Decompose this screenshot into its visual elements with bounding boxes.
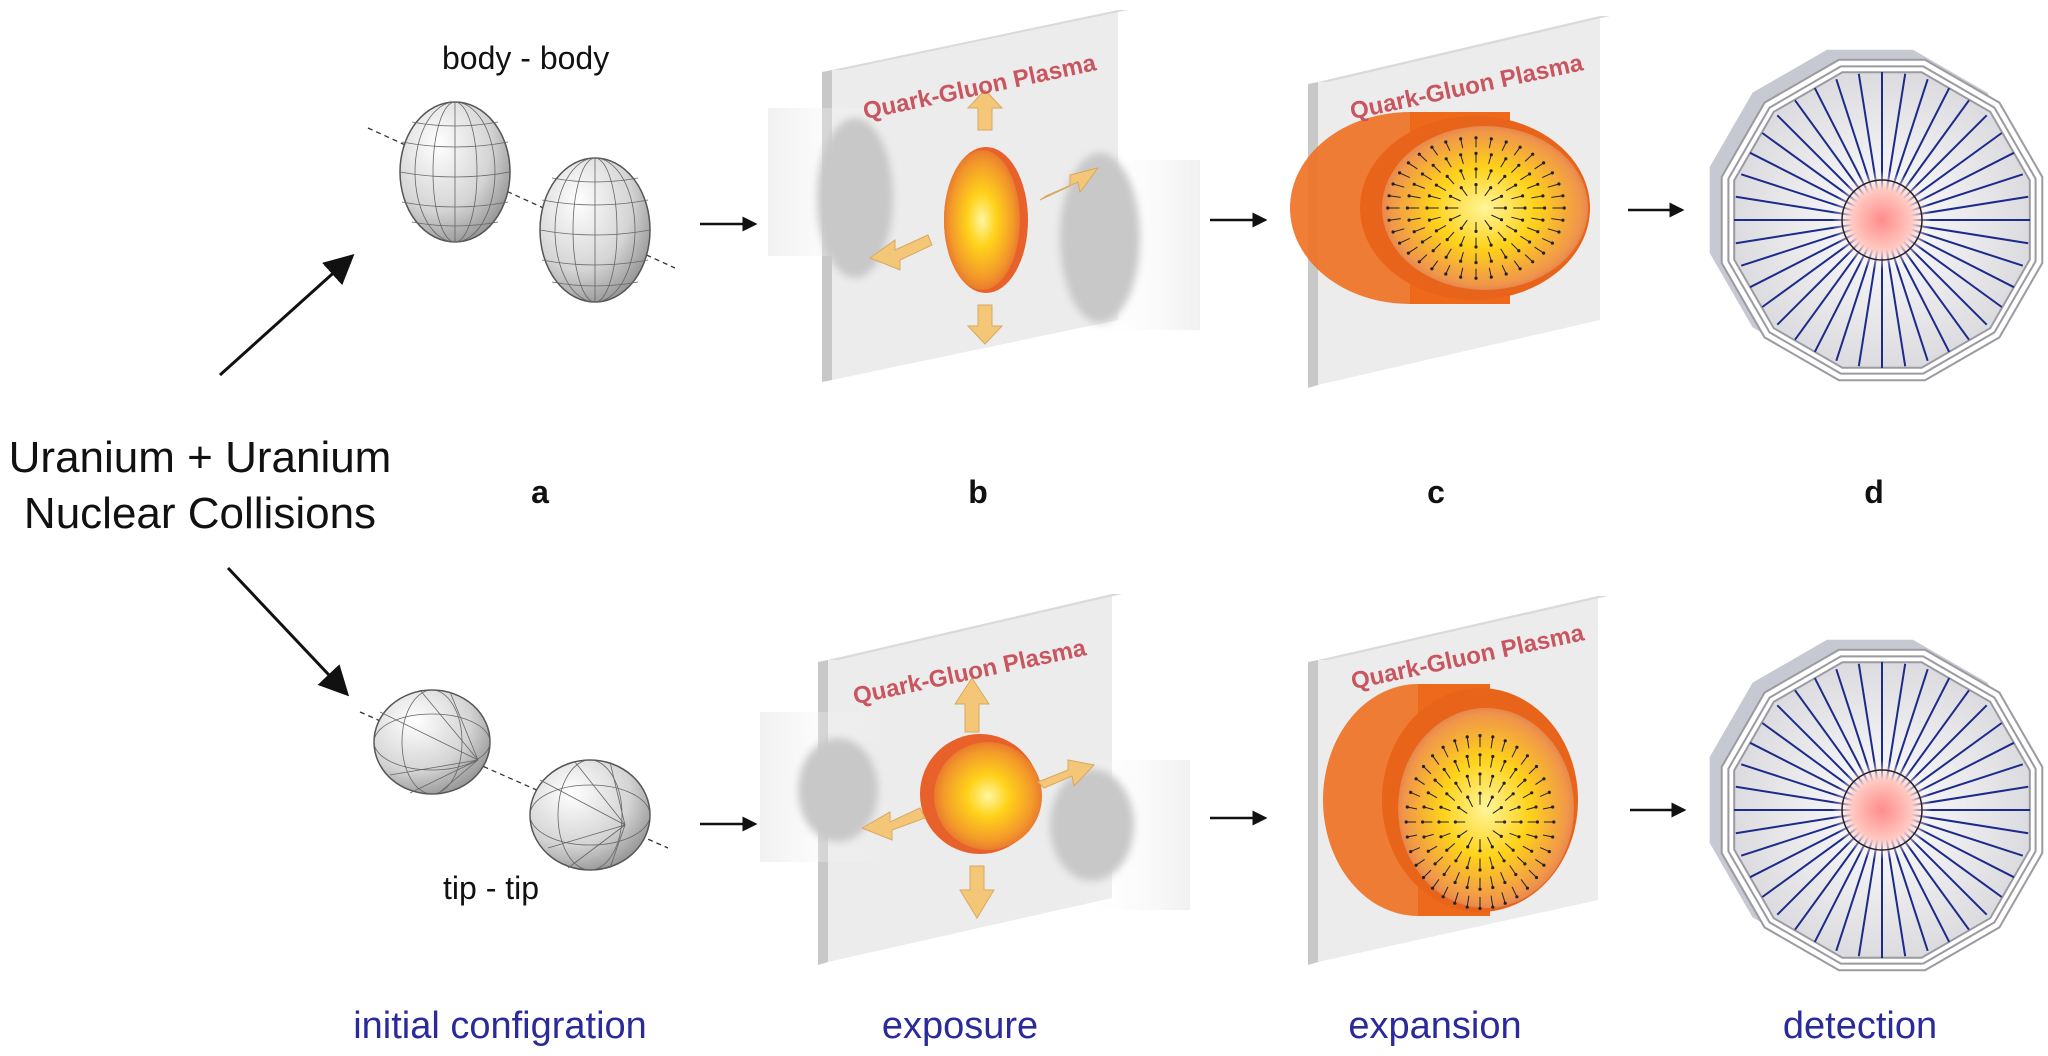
panel-letter-a: a <box>531 474 549 510</box>
config-label-bottom: tip - tip <box>443 870 540 906</box>
plasma-icon <box>920 734 1042 854</box>
tip-tip-nuclei <box>359 689 669 871</box>
title-line-2: Nuclear Collisions <box>23 489 377 538</box>
title-line-1: Uranium + Uranium <box>8 433 392 482</box>
arrow-to-tip-tip <box>226 566 350 697</box>
detector-bottom <box>1709 639 2044 972</box>
flow-vectors <box>1404 734 1556 911</box>
stage-label-exposure: exposure <box>881 1005 1039 1047</box>
expansion-panel-top: Quark-Gluon Plasma <box>1290 16 1610 388</box>
plasma-icon <box>944 147 1028 293</box>
exposure-panel-top <box>768 10 1200 382</box>
nucleus-icon <box>539 157 651 303</box>
detector-icon <box>1709 639 2044 972</box>
exposure-panel-bottom <box>760 594 1190 965</box>
stage-label-initial: initial configration <box>353 1005 647 1047</box>
plasma-icon <box>1323 684 1578 916</box>
arrow-to-body-body <box>218 253 355 377</box>
stage-label-expansion: expansion <box>1348 1005 1522 1047</box>
nucleus-icon <box>529 759 651 871</box>
expansion-panel-bottom: Quark-Gluon Plasma <box>1308 596 1608 965</box>
nucleus-icon <box>373 689 491 795</box>
stage-label-detection: detection <box>1782 1005 1938 1047</box>
body-body-nuclei <box>367 101 676 303</box>
diagram-title: Uranium + Uranium Nuclear Collisions <box>0 430 400 542</box>
config-label-top: body - body <box>442 40 610 76</box>
panel-letter-c: c <box>1427 474 1445 510</box>
detector-icon <box>1709 49 2044 382</box>
panel-letter-b: b <box>968 474 988 510</box>
panel-letter-d: d <box>1864 474 1884 510</box>
detector-top <box>1709 49 2044 382</box>
nucleus-icon <box>399 101 511 243</box>
flow-vectors <box>1386 136 1566 280</box>
